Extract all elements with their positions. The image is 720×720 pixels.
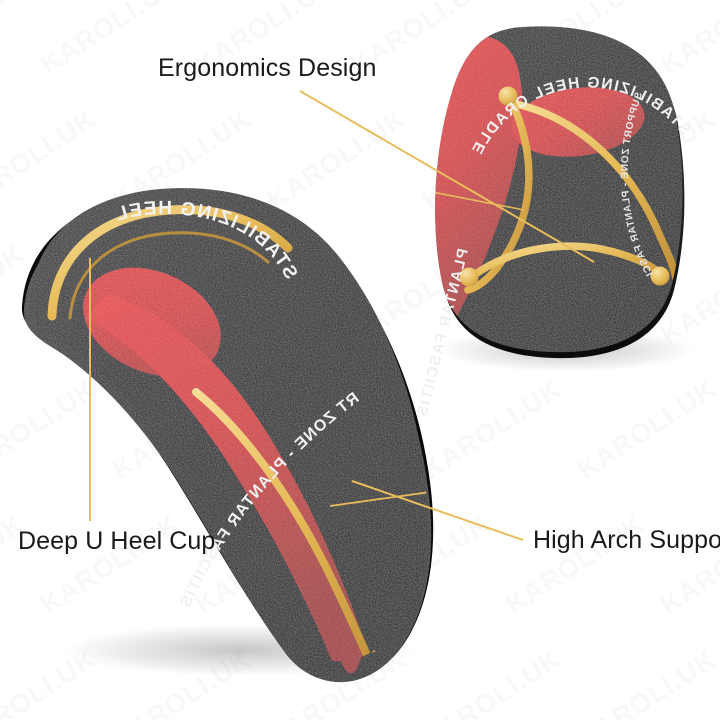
gold-heelcup-inner — [68, 231, 270, 320]
top-insole-heel-ellipse — [511, 87, 645, 157]
gold-rib-medial — [464, 94, 533, 294]
leader-line-arch-support — [351, 480, 524, 541]
gold-arch-rib — [192, 388, 380, 662]
gold-rib-right — [512, 100, 680, 282]
callout-label-high-arch-support: High Arch Support — [533, 526, 720, 554]
callout-label-ergonomics-design: Ergonomics Design — [158, 54, 377, 82]
node-dot-heel — [498, 86, 518, 106]
leader-line-ergonomics — [299, 90, 595, 263]
gold-heelcup-outer — [47, 205, 293, 321]
callout-label-deep-u-heel-cup: Deep U Heel Cup — [18, 527, 216, 555]
node-dot-medial — [459, 267, 479, 287]
side-insole-red-band — [86, 294, 372, 662]
node-dot-lateral — [650, 266, 670, 286]
gold-hairline — [435, 191, 525, 211]
side-insole: STABILIZING HEEL RT ZONE - PLANTAR FASCI… — [21, 188, 434, 683]
gold-rib-lower — [466, 242, 666, 282]
leader-lines — [89, 90, 595, 541]
gold-arch-hairline — [329, 491, 427, 507]
